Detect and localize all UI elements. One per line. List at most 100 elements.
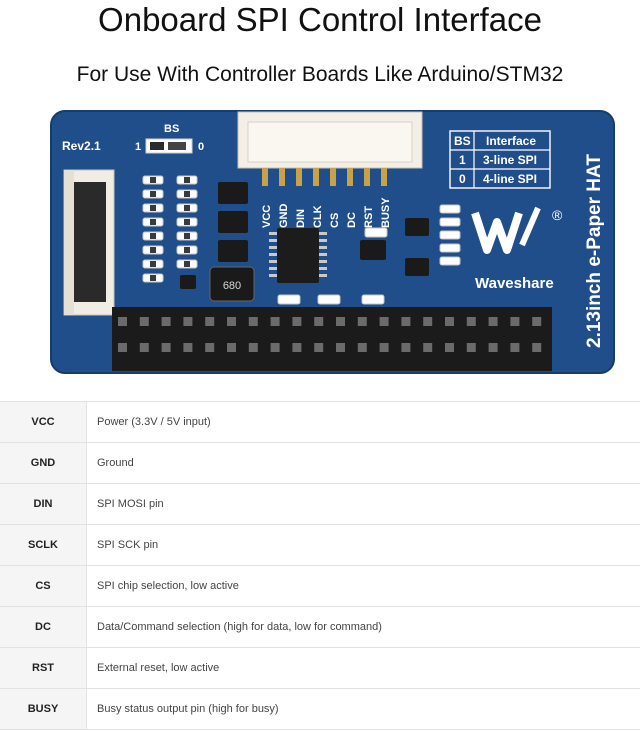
- gpio-pin: [314, 317, 324, 326]
- gpio-pin: [205, 343, 215, 352]
- gpio-pin: [118, 317, 127, 326]
- gpio-pin: [357, 343, 367, 352]
- inductor: 680: [209, 266, 255, 302]
- epaper-hat-board-photo: Rev2.1 BS 1 0: [50, 110, 615, 375]
- passive-components: [142, 175, 461, 305]
- gpio-pin: [336, 317, 345, 326]
- gpio-pin: [205, 317, 215, 326]
- svg-text:3-line SPI: 3-line SPI: [483, 153, 537, 167]
- registered-mark: ®: [552, 207, 563, 223]
- gpio-pin: [292, 317, 302, 326]
- pin-description: External reset, low active: [86, 647, 640, 689]
- connector-pin-labels: VCC GND DIN CLK CS DC RST BUSY: [261, 197, 392, 228]
- bs-interface-table: BS Interface 1 3-line SPI 0 4-line SPI: [449, 130, 551, 189]
- pin-name: DIN: [0, 483, 87, 525]
- gpio-pin: [357, 317, 367, 326]
- gpio-pin: [314, 343, 324, 352]
- transistors: [180, 182, 429, 289]
- gpio-pin: [379, 317, 389, 326]
- pin-name: RST: [0, 647, 87, 689]
- page-title: Onboard SPI Control Interface: [98, 1, 542, 38]
- fpc-connector: [63, 169, 115, 316]
- svg-text:4-line SPI: 4-line SPI: [483, 172, 537, 186]
- gpio-pin: [510, 317, 520, 326]
- pin-label-rst: RST: [363, 206, 375, 228]
- pin-name: GND: [0, 442, 87, 484]
- gpio-pin: [161, 343, 171, 352]
- gpio-pin: [532, 317, 542, 326]
- pin-description: Ground: [86, 442, 640, 484]
- svg-text:680: 680: [223, 280, 241, 292]
- pin-label-din: DIN: [295, 209, 307, 228]
- svg-text:BS: BS: [454, 134, 471, 148]
- pin-name: VCC: [0, 401, 87, 443]
- pin-description: SPI MOSI pin: [86, 483, 640, 525]
- gpio-pin: [401, 343, 411, 352]
- waveshare-logo-icon: ®: [471, 206, 563, 254]
- gpio-pin: [445, 343, 454, 352]
- gpio-pin: [445, 317, 454, 326]
- pin-name: DC: [0, 606, 87, 648]
- svg-text:Interface: Interface: [486, 134, 536, 148]
- gpio-pin: [248, 317, 258, 326]
- svg-text:0: 0: [459, 172, 466, 186]
- gpio-pin: [510, 343, 520, 352]
- gpio-pin: [183, 317, 193, 326]
- pin-label-dc: DC: [346, 212, 358, 228]
- gpio-pin: [532, 343, 542, 352]
- gpio-pin: [118, 343, 127, 352]
- gpio-pin: [466, 317, 476, 326]
- gpio-pin: [161, 317, 171, 326]
- pin-name: SCLK: [0, 524, 87, 566]
- gpio-pin: [227, 343, 236, 352]
- pin-name: BUSY: [0, 688, 87, 730]
- bs-one-label: 1: [135, 141, 141, 153]
- bs-zero-label: 0: [198, 141, 204, 153]
- gpio-pin: [227, 317, 236, 326]
- gpio-pin: [423, 343, 433, 352]
- board-revision: Rev2.1: [62, 139, 101, 153]
- gpio-pin: [488, 343, 498, 352]
- gpio-pin: [270, 317, 280, 326]
- bs-label: BS: [164, 123, 179, 135]
- pin-label-busy: BUSY: [380, 197, 392, 228]
- gpio-pin: [379, 343, 389, 352]
- gpio-pin: [183, 343, 193, 352]
- pin-description: SPI SCK pin: [86, 524, 640, 566]
- product-name: 2.13inch e-Paper HAT: [584, 154, 605, 348]
- gpio-pin: [292, 343, 302, 352]
- pin-label-cs: CS: [329, 213, 341, 228]
- gpio-pin: [270, 343, 280, 352]
- gpio-header: [112, 307, 552, 371]
- gpio-pin: [336, 343, 345, 352]
- page-subtitle: For Use With Controller Boards Like Ardu…: [76, 63, 564, 86]
- pin-label-vcc: VCC: [261, 205, 273, 228]
- pin-label-clk: CLK: [312, 205, 324, 228]
- brand-name: Waveshare: [475, 275, 554, 292]
- gpio-pin: [466, 343, 476, 352]
- gpio-pin: [139, 343, 149, 352]
- gpio-pin: [488, 317, 498, 326]
- driver-ic: [269, 228, 327, 283]
- pin-description: Data/Command selection (high for data, l…: [86, 606, 640, 648]
- gpio-pin: [248, 343, 258, 352]
- pin-description: Power (3.3V / 5V input): [86, 401, 640, 443]
- pin-label-gnd: GND: [278, 204, 290, 229]
- gpio-pin: [401, 317, 411, 326]
- svg-text:1: 1: [459, 153, 466, 167]
- pin-name: CS: [0, 565, 87, 607]
- spi-connector: [237, 111, 423, 186]
- gpio-pin: [423, 317, 433, 326]
- pin-description: Busy status output pin (high for busy): [86, 688, 640, 730]
- pin-description: SPI chip selection, low active: [86, 565, 640, 607]
- gpio-pin: [139, 317, 149, 326]
